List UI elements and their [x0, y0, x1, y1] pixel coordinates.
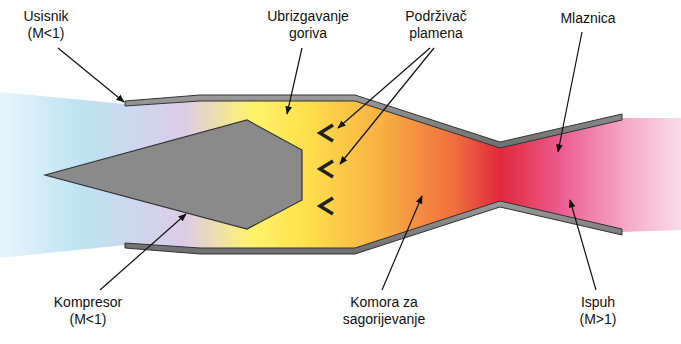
part-label: Podrživač plamena [394, 8, 478, 42]
leader-line [340, 48, 434, 164]
flame-holder [320, 198, 333, 214]
leader-line [58, 48, 124, 102]
air-flow [0, 92, 681, 258]
flame-holders [320, 125, 333, 214]
part-label: Ubrizgavanje goriva [256, 8, 360, 42]
leader-line [338, 48, 430, 128]
part-label: Komora za sagorijevanje [332, 294, 436, 328]
leader-line [558, 32, 582, 152]
leader-line [100, 214, 186, 290]
part-label: Mlaznica [543, 10, 633, 27]
leader-line [382, 196, 422, 290]
part-label: Ispuh (M>1) [571, 294, 625, 328]
leader-line [570, 200, 596, 290]
flame-holder [320, 161, 333, 177]
part-label: Usisnik (M<1) [14, 8, 78, 42]
center-cone [45, 120, 302, 229]
part-label: Kompresor (M<1) [46, 294, 130, 328]
flame-holder [320, 125, 333, 141]
leader-line [287, 48, 302, 114]
leader-lines [58, 32, 596, 290]
